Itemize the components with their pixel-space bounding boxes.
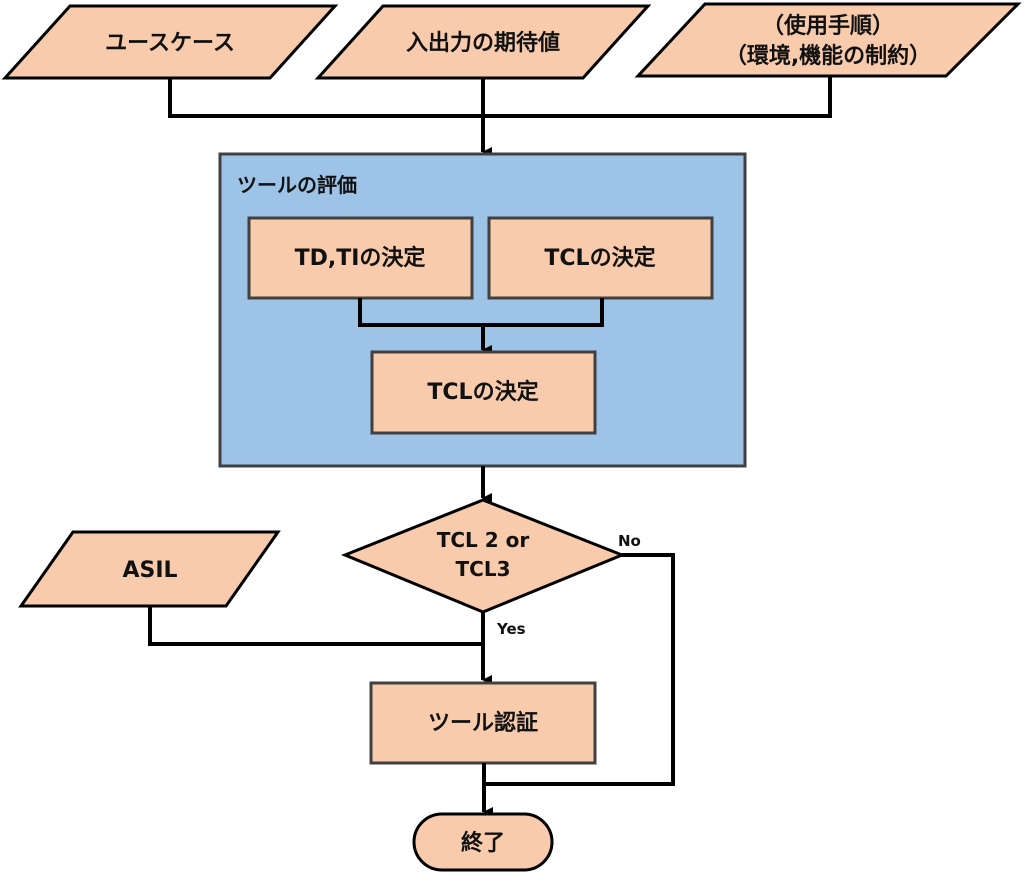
input-use-case: ユースケース	[1, 4, 339, 80]
process-td-ti: TD,TIの決定	[247, 216, 474, 300]
connector-inputs-merge	[168, 76, 832, 157]
input-io-expectation-label: 入出力の期待値	[406, 30, 560, 56]
terminal-end-label: 終了	[461, 830, 505, 856]
decision-tcl: TCL 2 or TCL3	[341, 498, 627, 614]
process-tcl-result-label: TCLの決定	[427, 379, 538, 405]
input-procedure: （使用手順） （環境,機能の制約）	[634, 2, 1022, 78]
input-procedure-line2: （環境,機能の制約）	[725, 43, 931, 69]
decision-no-label: No	[618, 532, 641, 550]
connector-yes-asil	[148, 606, 492, 685]
input-procedure-line1: （使用手順）	[762, 14, 894, 39]
input-asil-label: ASIL	[122, 558, 177, 583]
decision-tcl-line1: TCL 2 or	[437, 528, 530, 552]
input-use-case-label: ユースケース	[105, 31, 235, 56]
process-tcl-left: TCLの決定	[487, 216, 714, 300]
connector-no-branch	[482, 553, 675, 817]
terminal-end: 終了	[412, 812, 554, 872]
input-asil: ASIL	[18, 530, 281, 608]
decision-tcl-line2: TCL3	[456, 557, 511, 581]
process-tool-qualification-label: ツール認証	[428, 710, 538, 736]
process-tcl-result: TCLの決定	[370, 350, 597, 435]
group-tool-evaluation: ツールの評価 TD,TIの決定 TCLの決定 TCLの決定	[218, 152, 747, 468]
decision-yes-label: Yes	[496, 620, 526, 638]
process-tool-qualification: ツール認証	[369, 681, 597, 765]
connector-inner-merge	[358, 298, 604, 355]
process-td-ti-label: TD,TIの決定	[295, 245, 426, 271]
process-tcl-left-label: TCLの決定	[544, 245, 655, 271]
group-tool-evaluation-title: ツールの評価	[237, 173, 357, 197]
input-io-expectation: 入出力の期待値	[314, 4, 652, 80]
